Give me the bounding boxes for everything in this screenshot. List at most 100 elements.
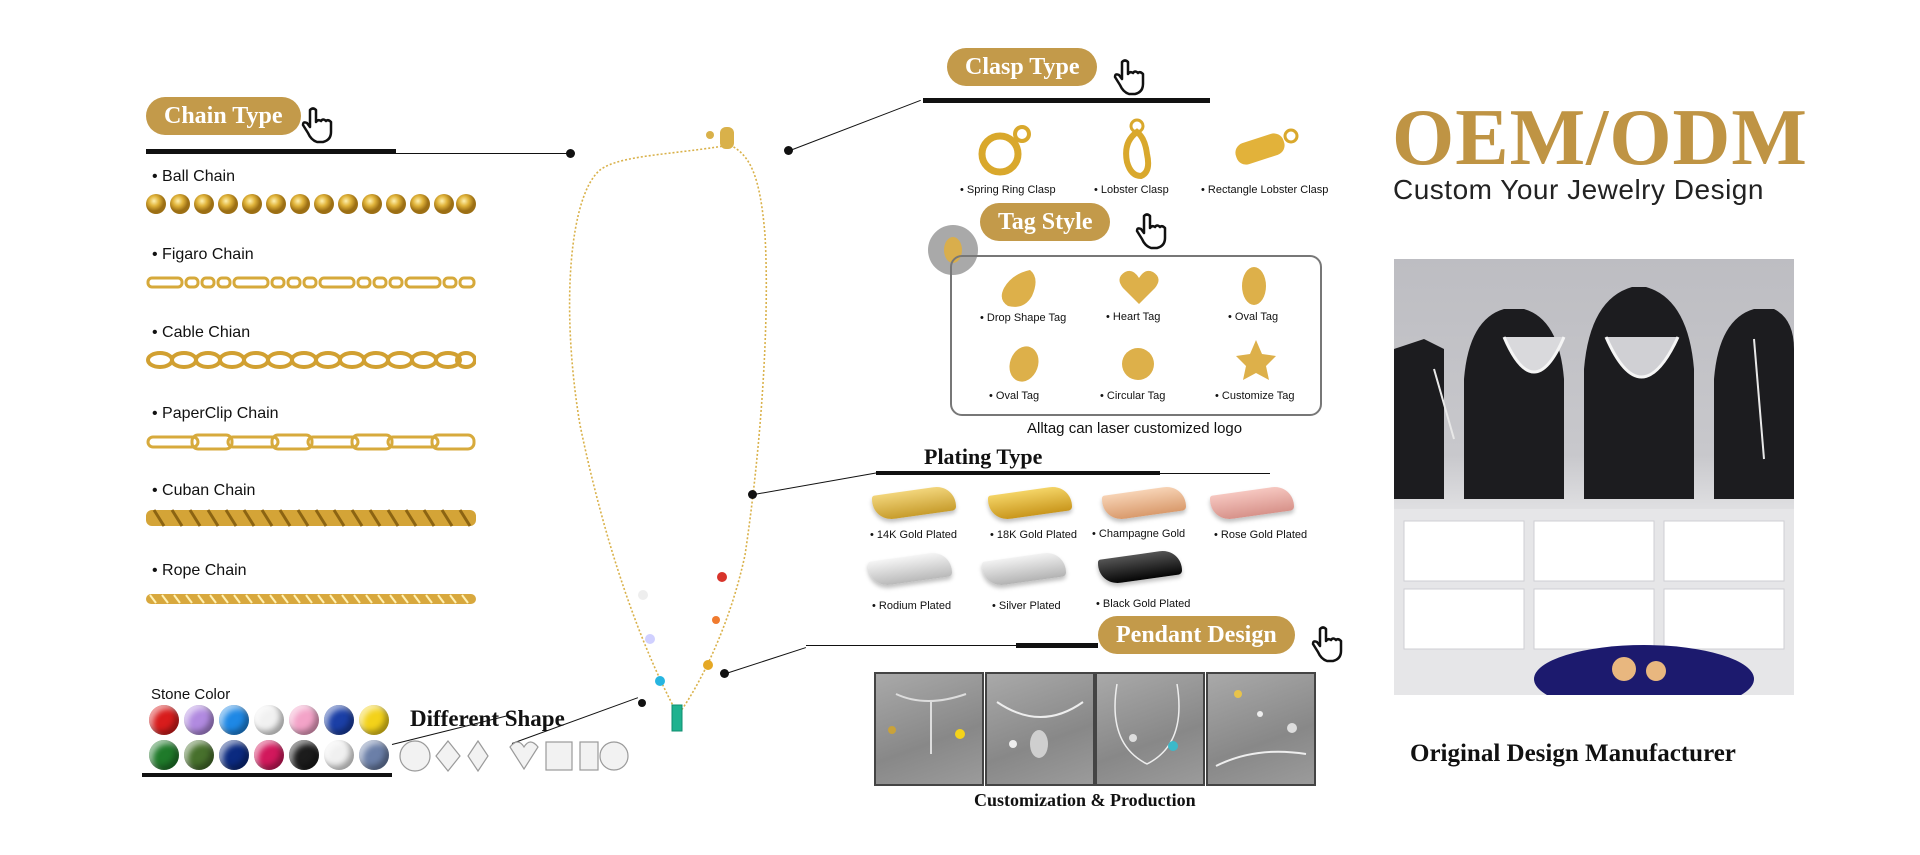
- different-shape-heading: Different Shape: [410, 706, 565, 731]
- pointer-hand-icon: [1135, 213, 1167, 250]
- spring-ring-clasp-image: [978, 125, 1031, 176]
- stone-color-swatch: [184, 740, 214, 770]
- heart-tag-image: [1119, 270, 1159, 304]
- plating-underline-thin: [1160, 473, 1270, 474]
- cable-chain-image: [146, 351, 476, 369]
- tag-style-heading: Tag Style: [980, 203, 1111, 241]
- tag-label: Circular Tag: [1100, 390, 1166, 402]
- clasp-label: Lobster Clasp: [1094, 184, 1169, 196]
- clasp-label: Spring Ring Clasp: [960, 184, 1056, 196]
- rectangle-lobster-clasp-image: [1235, 128, 1299, 165]
- plating-label: Black Gold Plated: [1096, 598, 1190, 610]
- pendant-photo-1: [874, 672, 984, 786]
- shape-connector-dot: [638, 699, 646, 707]
- stone-color-swatch: [359, 705, 389, 735]
- plating-swatch-silver: [982, 550, 1066, 588]
- chain-item-cuban: Cuban Chain: [146, 482, 482, 542]
- stone-color-swatch: [324, 705, 354, 735]
- showroom-photo: [1394, 259, 1794, 695]
- stone-color-swatch: [149, 740, 179, 770]
- plating-type-heading: Plating Type: [924, 444, 1043, 469]
- tag-style-frame: [950, 255, 1322, 416]
- chain-item-rope: Rope Chain: [146, 562, 482, 622]
- chain-item-label: Cuban Chain: [152, 482, 482, 500]
- chain-type-underline: [146, 149, 396, 154]
- tag-style-heading-text: Tag Style: [998, 209, 1093, 235]
- oval-tag-image: [1242, 267, 1266, 305]
- pendant-connector-dot: [720, 669, 729, 678]
- chain-item-label: Ball Chain: [152, 168, 482, 186]
- chain-type-heading-text: Chain Type: [164, 103, 283, 129]
- chain-type-heading: Chain Type: [146, 97, 301, 135]
- pendant-photo-2: [985, 672, 1095, 786]
- tag-label: Oval Tag: [1228, 311, 1278, 323]
- chain-item-label: Figaro Chain: [152, 246, 482, 264]
- oem-footer: Original Design Manufacturer: [1410, 740, 1736, 767]
- plating-label: Rodium Plated: [872, 600, 951, 612]
- plating-swatch-rodium: [868, 550, 952, 588]
- custom-tag-star-image: [1236, 340, 1276, 380]
- plating-swatch-champagne: [1102, 484, 1186, 522]
- clasp-label: Rectangle Lobster Clasp: [1201, 184, 1328, 196]
- chain-type-connector: [396, 153, 570, 154]
- stone-underline: [142, 773, 392, 777]
- oval-tag-alt-image: [1009, 346, 1039, 382]
- plating-label: Silver Plated: [992, 600, 1061, 612]
- lobster-clasp-image: [1123, 118, 1152, 180]
- necklace-image: [568, 127, 768, 732]
- stone-color-swatch: [289, 740, 319, 770]
- plating-swatch-rose: [1210, 484, 1294, 522]
- chain-item-figaro: Figaro Chain: [146, 246, 482, 306]
- pendant-caption: Customization & Production: [974, 790, 1196, 810]
- tag-label: Oval Tag: [989, 390, 1039, 402]
- plating-connector-dot: [748, 490, 757, 499]
- chain-type-connector-dot: [566, 149, 575, 158]
- figaro-chain-image: [146, 276, 476, 289]
- chain-item-label: Rope Chain: [152, 562, 482, 580]
- stone-color-swatch: [254, 705, 284, 735]
- stone-color-swatch: [219, 705, 249, 735]
- pendant-photo-4: [1206, 672, 1316, 786]
- clasp-type-underline: [923, 98, 1210, 103]
- chain-item-label: Cable Chian: [152, 324, 482, 342]
- pointer-hand-icon: [301, 107, 333, 144]
- stone-color-swatch: [149, 705, 179, 735]
- pendant-design-heading-text: Pendant Design: [1116, 622, 1277, 648]
- drop-shape-tag-image: [1001, 270, 1036, 307]
- plating-label: Rose Gold Plated: [1214, 529, 1307, 541]
- circular-tag-image: [1122, 348, 1154, 380]
- plating-swatch-14k: [872, 484, 956, 522]
- plating-label: Champagne Gold: [1092, 528, 1185, 540]
- oem-title: OEM/ODM: [1392, 94, 1808, 182]
- tag-label: Heart Tag: [1106, 311, 1161, 323]
- stone-color-swatch: [184, 705, 214, 735]
- gem-shapes-image: [399, 739, 629, 773]
- stone-color-label: Stone Color: [151, 686, 231, 703]
- clasp-type-heading: Clasp Type: [947, 48, 1098, 86]
- clasp-type-heading-text: Clasp Type: [965, 54, 1080, 80]
- plating-swatch-18k: [988, 484, 1072, 522]
- pointer-hand-icon: [1113, 59, 1145, 96]
- oem-subtitle: Custom Your Jewelry Design: [1393, 174, 1764, 205]
- stone-color-swatch: [254, 740, 284, 770]
- chain-item-cable: Cable Chian: [146, 324, 482, 384]
- pendant-underline: [1016, 643, 1098, 648]
- chain-item-ball: Ball Chain: [146, 168, 482, 228]
- clasp-connector-dot: [784, 146, 793, 155]
- cuban-chain-image: [146, 509, 476, 527]
- clasp-connector: [789, 99, 921, 151]
- ball-chain-image: [146, 194, 476, 214]
- paperclip-chain-image: [146, 433, 476, 451]
- pendant-photo-3: [1095, 672, 1205, 786]
- chain-item-paperclip: PaperClip Chain: [146, 405, 482, 465]
- stone-color-swatch: [359, 740, 389, 770]
- pendant-underline-thin: [806, 645, 1016, 646]
- tag-note: Alltag can laser customized logo: [1027, 420, 1243, 437]
- stone-color-swatch: [289, 705, 319, 735]
- plating-underline-bold: [876, 471, 1160, 475]
- plating-label: 14K Gold Plated: [870, 529, 957, 541]
- tag-label: Customize Tag: [1215, 390, 1295, 402]
- plating-label: 18K Gold Plated: [990, 529, 1077, 541]
- plating-swatch-black: [1098, 548, 1182, 586]
- stone-color-swatch: [219, 740, 249, 770]
